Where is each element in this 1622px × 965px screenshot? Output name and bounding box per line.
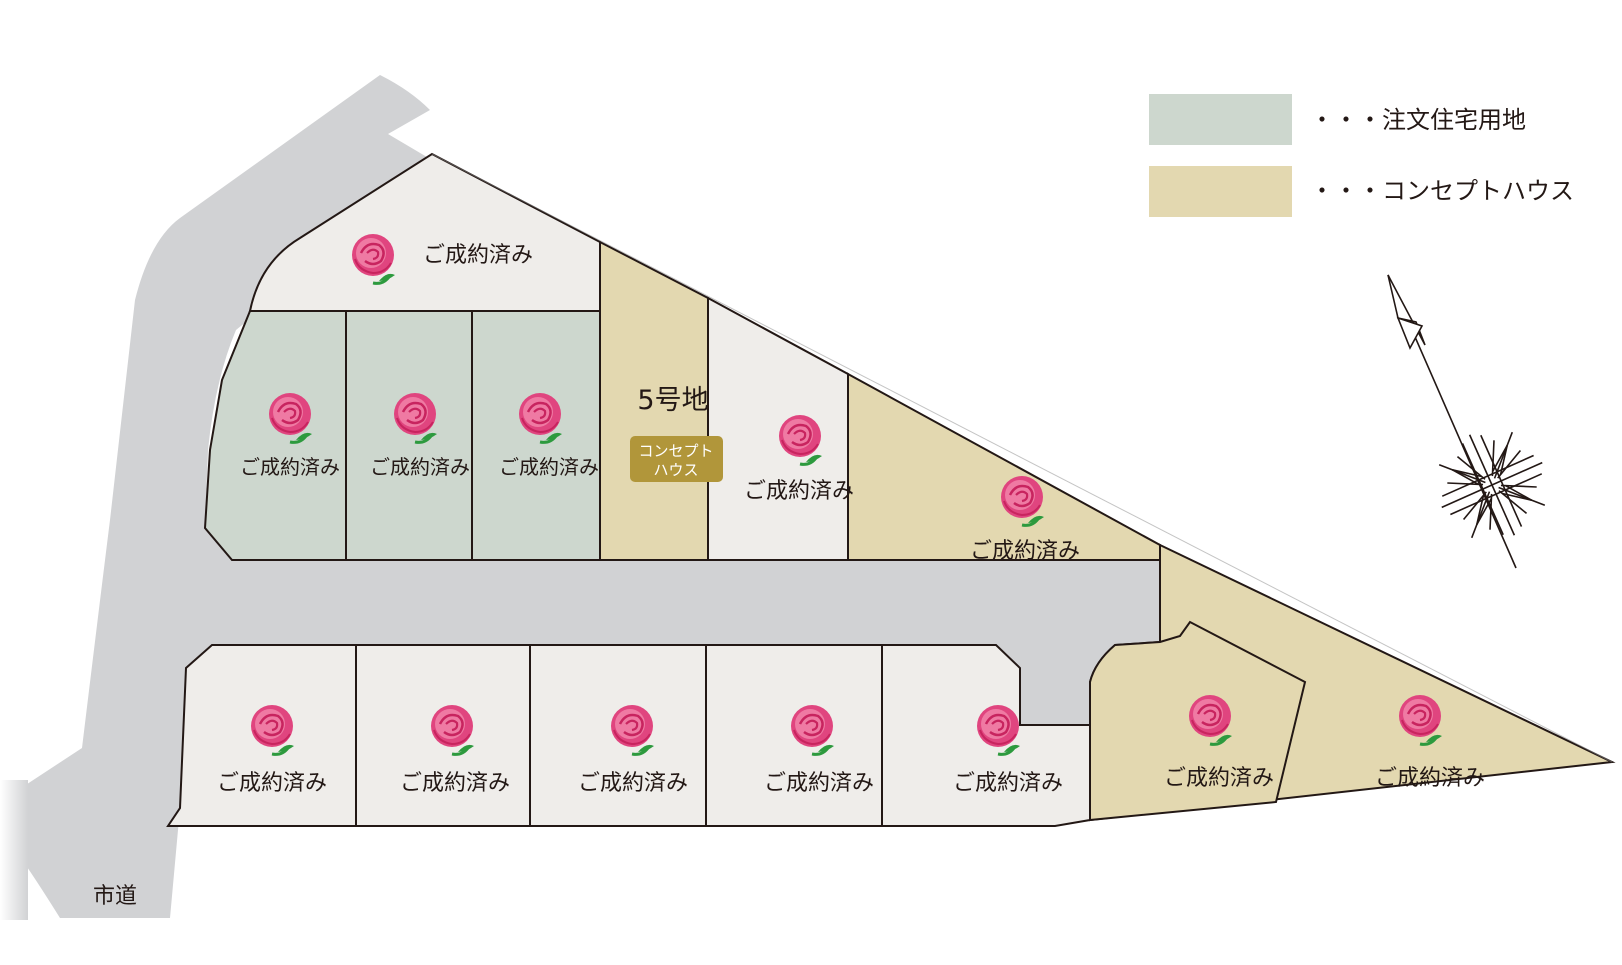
- lot-status: ご成約済み: [970, 539, 1080, 564]
- road-fade: [0, 780, 28, 920]
- lot-status: ご成約済み: [400, 771, 510, 796]
- road-label: 市道: [93, 884, 137, 909]
- lot-status: ご成約済み: [423, 243, 533, 268]
- badge-line-2: ハウス: [653, 461, 698, 479]
- lot-status: ご成約済み: [1375, 766, 1485, 791]
- concept-house-badge: [630, 436, 723, 482]
- lot-status: ご成約済み: [217, 771, 327, 796]
- lot-green-3[interactable]: [471, 310, 601, 561]
- legend-label-custom-home: ・・・注文住宅用地: [1310, 106, 1526, 134]
- legend-swatch-concept-house: [1149, 166, 1292, 217]
- lot-status: ご成約済み: [1164, 766, 1274, 791]
- legend-swatch-custom-home: [1149, 94, 1292, 145]
- lot-5-name: 5号地: [637, 385, 708, 416]
- lot-status: ご成約済み: [499, 455, 599, 479]
- lot-status: ご成約済み: [370, 455, 470, 479]
- city-road: [15, 75, 1160, 918]
- lot-green-2[interactable]: [345, 310, 473, 561]
- north-arrow-icon: [1387, 274, 1546, 569]
- lot-status: ご成約済み: [240, 455, 340, 479]
- lot-status: ご成約済み: [744, 479, 854, 504]
- lot-7[interactable]: [847, 372, 1161, 561]
- lot-status: ご成約済み: [764, 771, 874, 796]
- lot-status: ご成約済み: [953, 771, 1063, 796]
- boundary-line: [431, 153, 1613, 763]
- badge-line-1: コンセプト: [638, 442, 713, 460]
- lot-status: ご成約済み: [578, 771, 688, 796]
- lot-6[interactable]: [707, 296, 849, 561]
- legend-label-concept-house: ・・・コンセプトハウス: [1310, 177, 1574, 205]
